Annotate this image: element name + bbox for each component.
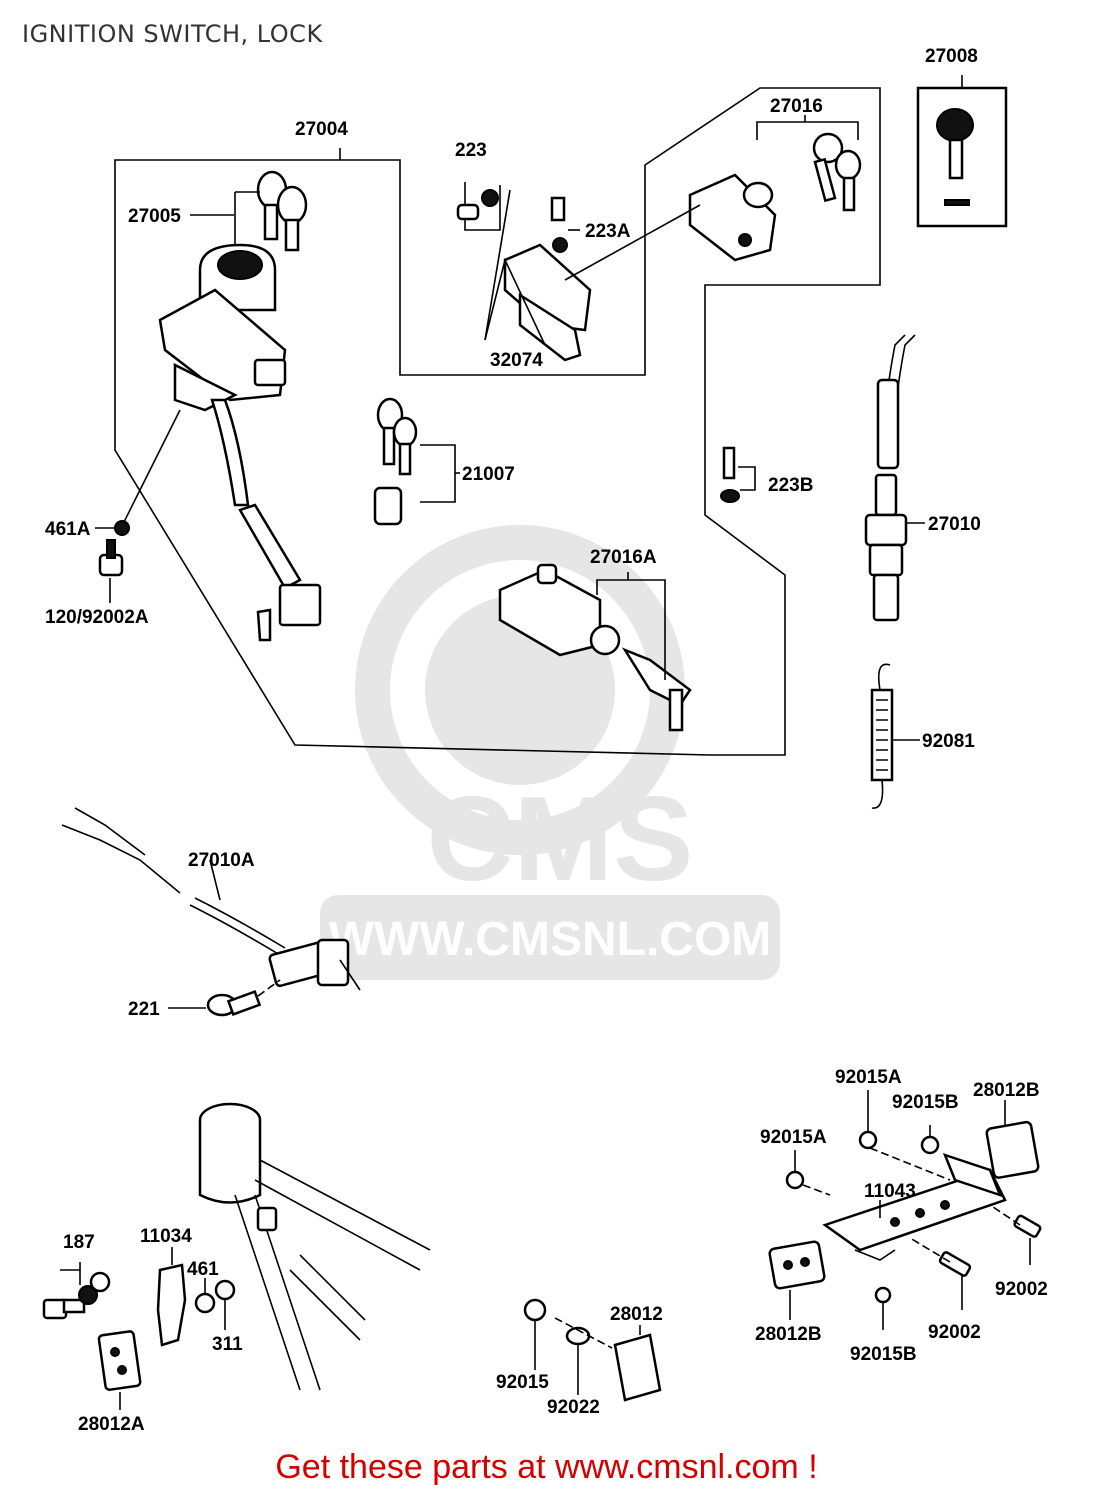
label-92015B-bottom: 92015B [850,1344,917,1365]
label-27016: 27016 [770,96,823,117]
nut-92015 [523,1298,547,1370]
label-92022: 92022 [547,1397,600,1418]
label-92002-right: 92002 [995,1279,1048,1300]
spring-92081 [870,663,920,809]
label-27008: 27008 [925,46,978,67]
lock-27016 [564,115,862,281]
label-92002-bottom: 92002 [928,1322,981,1343]
bracket-11043 [822,1152,1007,1261]
switch-27010A [61,807,361,991]
washer-92022 [565,1326,591,1395]
bracket-11034 [156,1247,187,1347]
lock-27016A [498,563,692,732]
bolts-92002 [909,1204,1042,1310]
label-27010A: 27010A [188,850,255,871]
page-title: IGNITION SWITCH, LOCK [22,20,323,48]
label-92015B-top: 92015B [892,1092,959,1113]
label-27004: 27004 [295,119,348,140]
label-11043: 11043 [864,1181,916,1202]
ignition-switch-27004 [158,243,322,642]
label-28012B-top: 28012B [973,1080,1040,1101]
bolt-187 [42,1262,111,1320]
label-28012: 28012 [610,1304,663,1325]
label-32074: 32074 [490,350,543,371]
keys-27005 [234,170,308,252]
screw-223B [720,446,756,503]
label-221: 221 [128,999,160,1020]
label-11034: 11034 [140,1226,192,1247]
key-card-27008 [916,75,1008,228]
reflector-28012B-top [985,1100,1040,1179]
lock-cover-32074 [484,189,592,362]
label-21007: 21007 [462,464,515,485]
label-223B: 223B [768,475,813,496]
label-187: 187 [63,1232,95,1253]
part-labels: 27004 27005 223 223A 32074 27016 27008 4… [45,46,1048,1435]
screw-221 [168,979,281,1017]
label-311: 311 [212,1334,243,1355]
label-92015A-top: 92015A [835,1067,902,1088]
label-92015: 92015 [496,1372,549,1393]
label-461: 461 [187,1259,219,1280]
reflector-28012A [97,1330,142,1410]
label-223A: 223A [585,221,631,242]
label-27010: 27010 [928,514,981,535]
label-223: 223 [455,140,487,161]
switch-27010 [864,334,925,622]
label-461A: 461A [45,519,91,540]
keys-21007 [373,397,460,526]
kit-27004-outline [114,87,881,756]
screw-223A [550,196,580,253]
reflector-28012B-bottom [768,1240,826,1320]
label-92015A-left: 92015A [760,1127,827,1148]
reflector-28012 [554,1317,662,1402]
label-27005: 27005 [128,206,181,227]
label-27016A: 27016A [590,547,657,568]
footer-link[interactable]: Get these parts at www.cmsnl.com ! [275,1448,818,1486]
label-120-92002A: 120/92002A [45,607,149,628]
label-28012B-bottom: 28012B [755,1324,822,1345]
screw-223 [456,182,501,231]
bolt-120-and-washer-461A [98,409,181,577]
watermark-url: WWW.CMSNL.COM [329,913,772,966]
nut-461 [194,1278,236,1314]
watermark-brand: CMS [427,772,694,906]
label-92081: 92081 [922,731,975,752]
frame-head-pipe [198,1102,431,1391]
label-28012A: 28012A [78,1414,145,1435]
nuts-92015A-92015B [785,1112,951,1330]
